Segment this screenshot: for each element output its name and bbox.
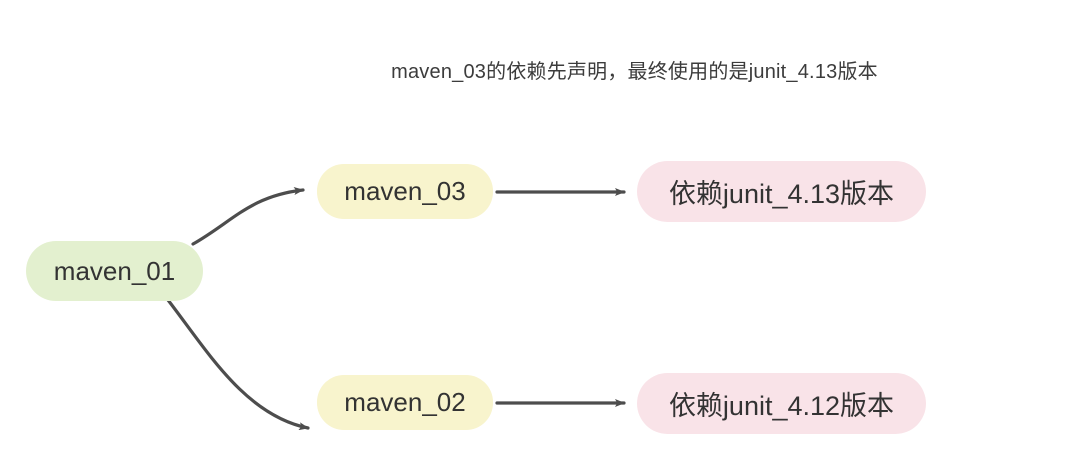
node-maven-01-label: maven_01 bbox=[53, 255, 176, 286]
diagram-title: maven_03的依赖先声明，最终使用的是junit_4.13版本 bbox=[0, 58, 1079, 86]
node-maven-01[interactable]: maven_01 bbox=[26, 241, 203, 301]
node-junit-413-label: 依赖junit_4.13版本 bbox=[668, 179, 895, 209]
edge-maven01-to-maven03 bbox=[191, 187, 305, 246]
node-junit-413[interactable]: 依赖junit_4.13版本 bbox=[637, 161, 926, 222]
node-maven-03-label: maven_03 bbox=[344, 176, 466, 206]
edge-maven01-to-maven02 bbox=[166, 298, 310, 431]
node-maven-03[interactable]: maven_03 bbox=[317, 164, 493, 219]
node-maven-02-label: maven_02 bbox=[344, 387, 466, 417]
diagram-title-text: maven_03的依赖先声明，最终使用的是junit_4.13版本 bbox=[391, 61, 878, 83]
node-maven-02[interactable]: maven_02 bbox=[317, 375, 493, 430]
node-junit-412-label: 依赖junit_4.12版本 bbox=[668, 391, 895, 421]
node-junit-412[interactable]: 依赖junit_4.12版本 bbox=[637, 373, 926, 434]
